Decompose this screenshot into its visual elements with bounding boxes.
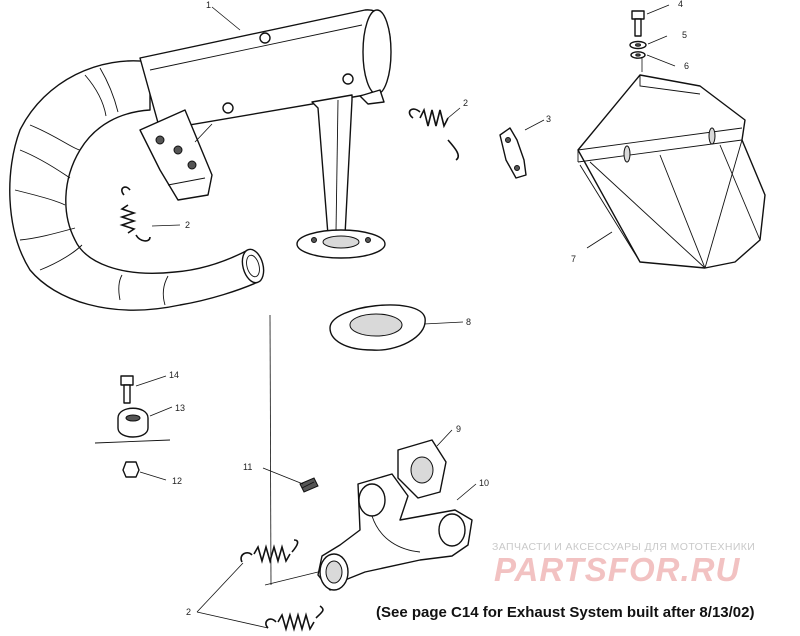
callout-9: 9 (456, 424, 461, 434)
spring-upper-left (119, 186, 151, 242)
clamp-bracket (499, 127, 527, 179)
callout-4: 4 (678, 0, 683, 9)
gasket-ring (329, 304, 426, 351)
watermark-logo: PARTSFOR.RU (494, 551, 741, 588)
callout-14: 14 (169, 370, 179, 380)
callout-8: 8 (466, 317, 471, 327)
callout-2-upper-right: 2 (463, 98, 468, 108)
alignment-lines (194, 58, 643, 586)
small-screw (299, 477, 319, 493)
callout-13: 13 (175, 403, 185, 413)
callout-1: 1 (206, 0, 211, 10)
spring-lower-bottom (265, 605, 324, 632)
spring-lower-upper (240, 539, 299, 564)
exhaust-pipe-assembly (9, 9, 392, 311)
mount-hardware (94, 375, 171, 478)
callout-6: 6 (684, 61, 689, 71)
callout-10: 10 (479, 478, 489, 488)
watermark-tagline: ЗАПЧАСТИ И АКСЕССУАРЫ ДЛЯ МОТОТЕХНИКИ (492, 541, 756, 553)
callout-11: 11 (243, 462, 252, 472)
callout-2-upper-left: 2 (185, 220, 190, 230)
spring-upper-right (408, 107, 460, 161)
callout-5: 5 (682, 30, 687, 40)
footnote: (See page C14 for Exhaust System built a… (376, 604, 755, 621)
bolt-washer-stack (629, 10, 647, 59)
callout-3: 3 (546, 114, 551, 124)
leader-lines (135, 4, 676, 629)
callout-2-lower: 2 (186, 607, 191, 617)
exhaust-manifold (317, 439, 473, 591)
heat-shield (577, 74, 766, 269)
callout-labels: 1 2 2 2 3 4 5 6 7 8 9 10 11 12 13 14 (169, 0, 689, 617)
callout-7: 7 (571, 254, 576, 264)
callout-12: 12 (172, 476, 182, 486)
